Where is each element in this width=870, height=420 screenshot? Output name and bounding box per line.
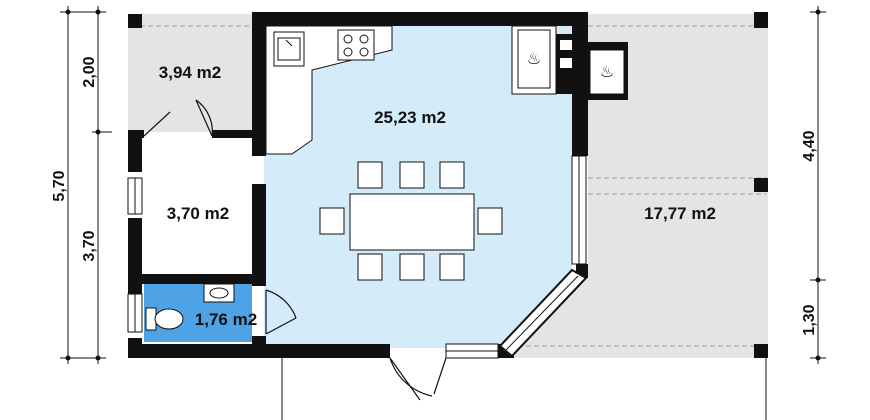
- post: [754, 344, 768, 358]
- stove-icon: [337, 29, 375, 61]
- room-label-main: 25,23 m2: [374, 108, 446, 127]
- doors: [143, 99, 447, 401]
- room-label-utility: 3,70 m2: [167, 204, 229, 223]
- toilet-icon: [145, 307, 184, 331]
- washbasin-icon: [203, 283, 235, 303]
- dimension-left-total: 5,70: [51, 170, 68, 201]
- dining-table: [349, 193, 475, 251]
- room-label-bathroom: 1,76 m2: [195, 310, 257, 329]
- dimension-left-bottom: 3,70: [81, 230, 98, 261]
- room-label-terrace: 17,77 m2: [644, 204, 716, 223]
- room-label-storage: 3,94 m2: [159, 63, 221, 82]
- svg-text:♨: ♨: [527, 49, 541, 68]
- dimension-right-top: 4,40: [801, 130, 818, 161]
- fireplace-icon: [511, 25, 557, 95]
- dimension-left-top: 2,00: [81, 56, 98, 87]
- dimension-right-bottom: 1,30: [801, 304, 818, 335]
- post: [754, 178, 768, 192]
- chairs: [319, 161, 503, 281]
- storage-area: [128, 14, 256, 132]
- fire-icon: ♨: [600, 62, 614, 81]
- post: [128, 14, 142, 28]
- post: [754, 12, 768, 28]
